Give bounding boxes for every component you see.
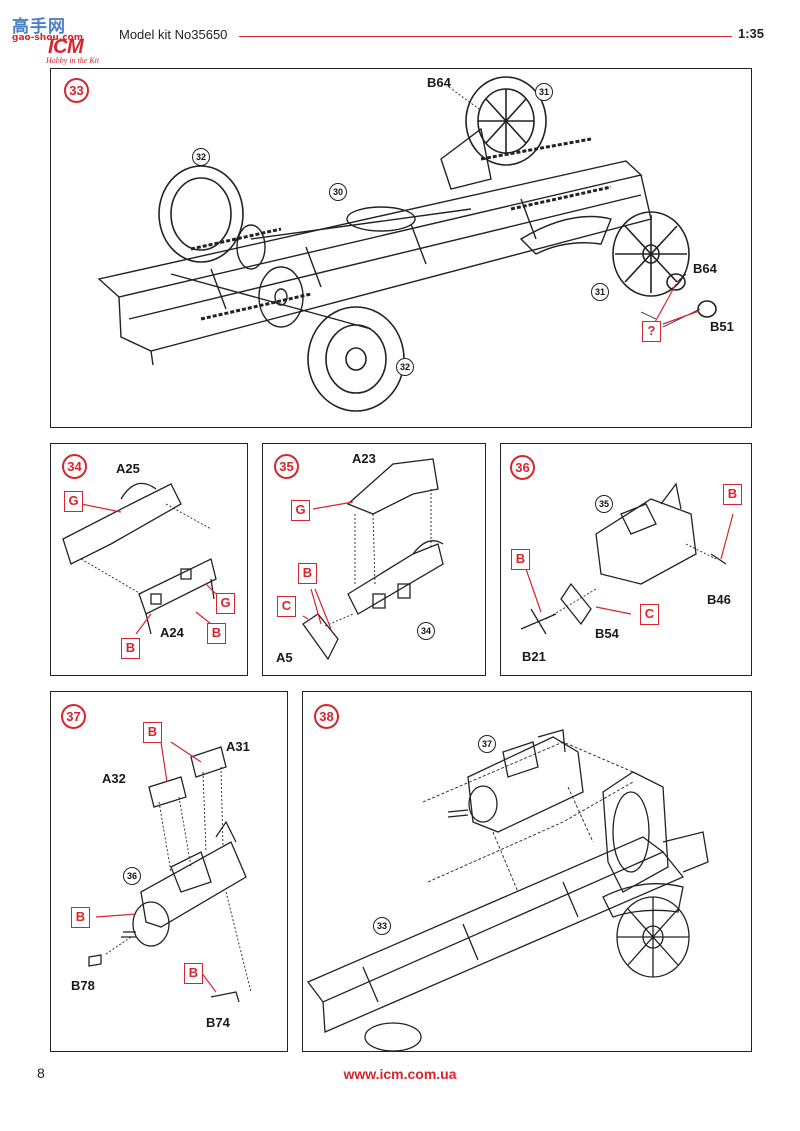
brand-slogan: Hobby in the Kit [46, 56, 100, 65]
tag-c: C [277, 596, 296, 617]
tag-g-left: G [64, 491, 83, 512]
tag-c: C [640, 604, 659, 625]
ref-step-34: 34 [417, 622, 435, 640]
tag-g-right: G [216, 593, 235, 614]
part-label-a25: A25 [116, 461, 140, 476]
kit-title: Model kit No35650 [119, 27, 228, 42]
part-label-b46: B46 [707, 592, 731, 607]
kit-scale: 1:35 [738, 26, 765, 41]
part-label-b74: B74 [206, 1015, 230, 1030]
step-number: 36 [510, 455, 535, 480]
step-33-panel: 33 B64 B64 B51 31 32 30 31 32 ? [50, 68, 752, 428]
tag-b-right: B [207, 623, 226, 644]
part-label-a24: A24 [160, 625, 184, 640]
part-label-a23: A23 [352, 451, 376, 466]
engine-block-drawing [520, 482, 734, 635]
step-37-panel: 37 A31 A32 B78 B74 36 B B B [50, 691, 288, 1052]
part-label-b64-right: B64 [693, 261, 717, 276]
step-number: 33 [64, 78, 89, 103]
part-label-b78: B78 [71, 978, 95, 993]
tag-question: ? [642, 321, 661, 342]
ref-step-31-right: 31 [591, 283, 609, 301]
bracket-assembly-drawing [302, 458, 444, 661]
tag-b-top: B [143, 722, 162, 743]
step-number: 35 [274, 454, 299, 479]
ref-step-32-left: 32 [192, 148, 210, 166]
tag-b: B [298, 563, 317, 584]
tag-b-left: B [71, 907, 90, 928]
ref-step-37: 37 [478, 735, 496, 753]
part-label-b64-top: B64 [427, 75, 451, 90]
step-35-panel: 35 A23 A5 34 G B C [262, 443, 486, 676]
step-38-panel: 38 37 33 [302, 691, 752, 1052]
icm-logo: 高手网 gao-shou.com ICM Hobby in the Kit [6, 6, 102, 65]
tag-g: G [291, 500, 310, 521]
ref-step-33: 33 [373, 917, 391, 935]
brand-name: ICM [48, 36, 84, 58]
part-label-b54: B54 [595, 626, 619, 641]
part-label-b21: B21 [522, 649, 546, 664]
step-number: 37 [61, 704, 86, 729]
part-label-b51: B51 [710, 319, 734, 334]
header-rule [239, 36, 732, 37]
engine-cylinder-heads-drawing [88, 741, 252, 1003]
step-36-panel: 36 35 B46 B54 B21 B B C [500, 443, 752, 676]
page-number: 8 [37, 1065, 45, 1081]
tag-b-left: B [121, 638, 140, 659]
tag-b-bottom: B [184, 963, 203, 984]
ref-step-32-bottom: 32 [396, 358, 414, 376]
ref-step-35: 35 [595, 495, 613, 513]
page-header: 高手网 gao-shou.com ICM Hobby in the Kit Mo… [0, 0, 800, 70]
part-label-a5: A5 [276, 650, 293, 665]
chassis-wheels-drawing [97, 76, 717, 412]
tag-b-right: B [723, 484, 742, 505]
watermark-domain: gao-shou.com [12, 33, 84, 43]
frame-part-drawing [62, 482, 217, 635]
watermark-cn-text: 高手网 [12, 17, 66, 37]
ref-step-30: 30 [329, 183, 347, 201]
step-number: 34 [62, 454, 87, 479]
engine-chassis-install-drawing [306, 729, 709, 1051]
part-label-a32: A32 [102, 771, 126, 786]
step-34-panel: 34 A25 A24 G G B B [50, 443, 248, 676]
step-number: 38 [314, 704, 339, 729]
ref-step-36: 36 [123, 867, 141, 885]
part-label-a31: A31 [226, 739, 250, 754]
tag-b-left: B [511, 549, 530, 570]
website-link[interactable]: www.icm.com.ua [343, 1066, 457, 1082]
ref-step-31-top: 31 [535, 83, 553, 101]
